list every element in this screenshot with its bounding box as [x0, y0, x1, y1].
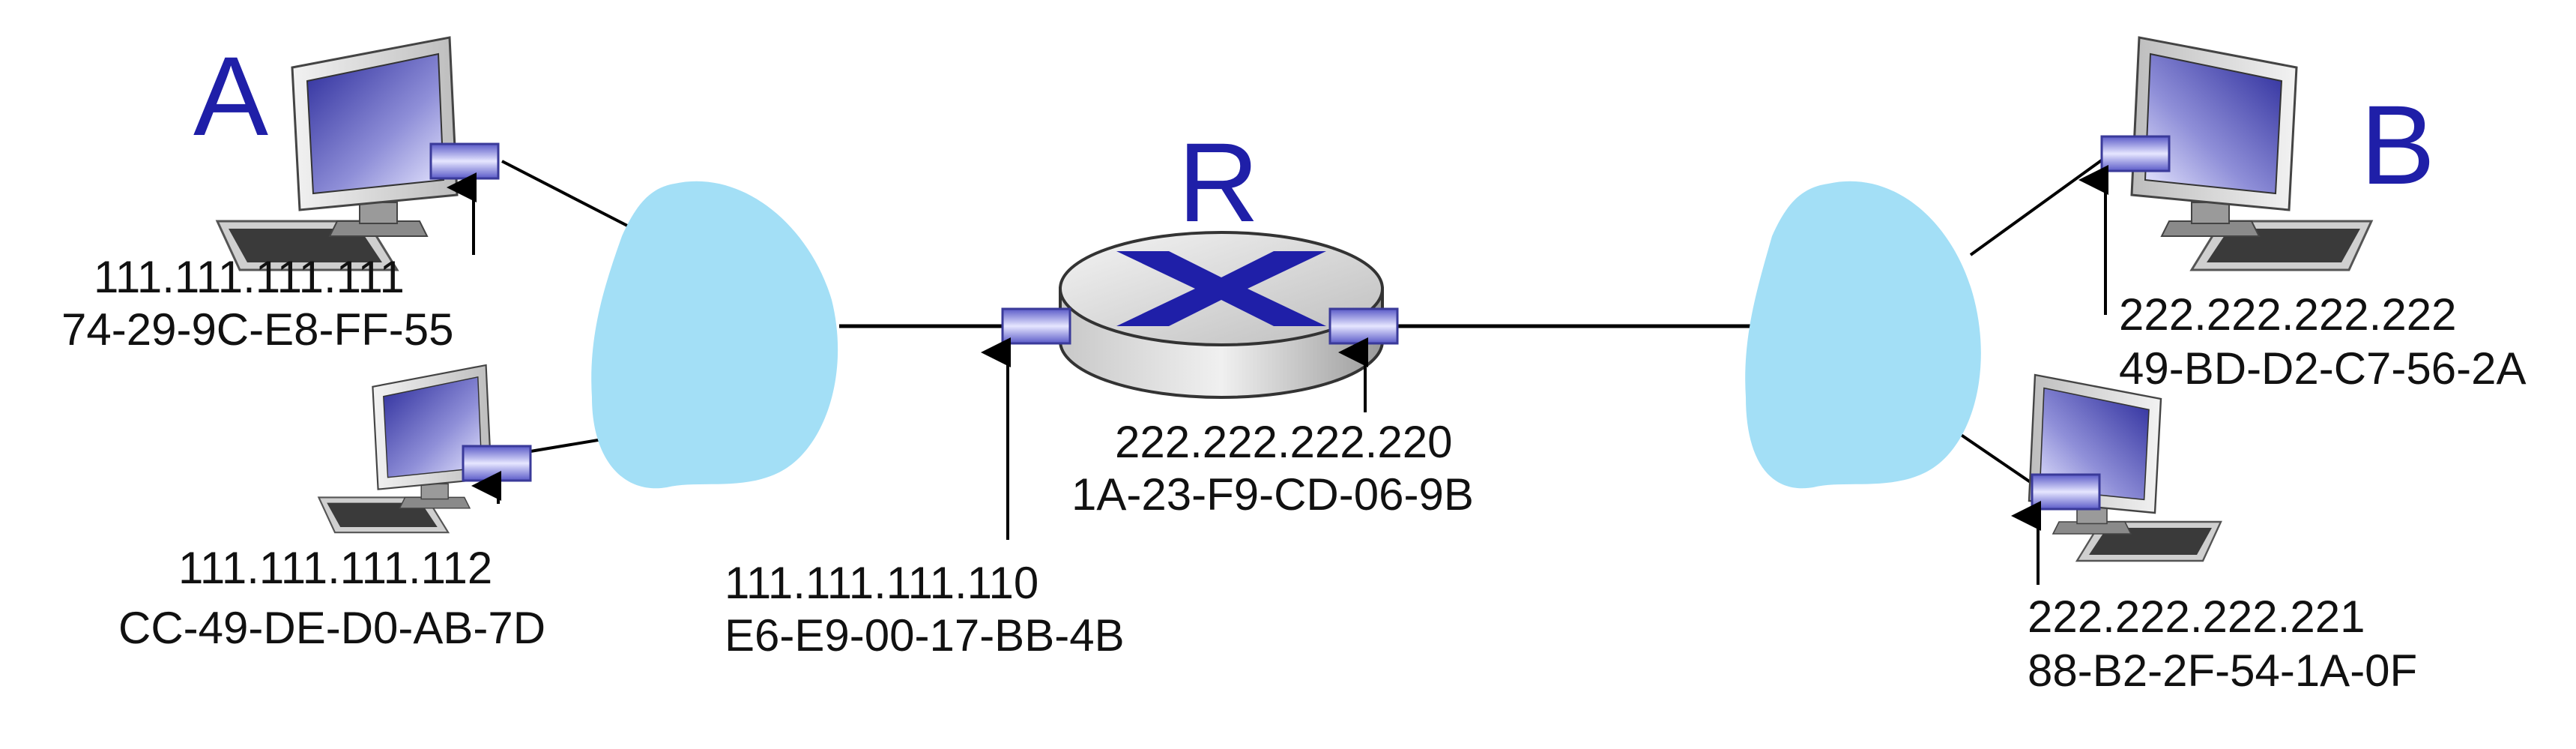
host-b-ip: 222.222.222.222: [2119, 289, 2456, 340]
router-left-mac: E6-E9-00-17-BB-4B: [725, 610, 1125, 661]
router: [1059, 231, 1384, 399]
router-right-ip: 222.222.222.220: [1115, 417, 1452, 467]
host-b2-computer: [2028, 373, 2222, 562]
router-cross-icon: [1116, 251, 1326, 326]
host-b-interface: [2100, 135, 2171, 172]
host-b2-ip: 222.222.222.221: [2028, 592, 2365, 642]
link-cloud-right-b2: [1954, 430, 2040, 489]
host-a-ip: 111.111.111.111: [94, 252, 405, 302]
router-interface-right: [1328, 307, 1399, 345]
router-right-mac: 1A-23-F9-CD-06-9B: [1071, 469, 1474, 520]
link-a-cloud-left: [501, 160, 634, 230]
host-a2-mac: CC-49-DE-D0-AB-7D: [118, 603, 545, 653]
host-b-mac: 49-BD-D2-C7-56-2A: [2119, 343, 2527, 394]
router-label: R: [1178, 119, 1259, 245]
host-b-label: B: [2360, 82, 2435, 208]
host-b2-interface: [2031, 473, 2101, 511]
host-a-mac: 74-29-9C-E8-FF-55: [61, 304, 454, 355]
subnet-left-cloud: [591, 181, 838, 489]
subnet-right-cloud: [1745, 181, 1981, 489]
router-left-ip: 111.111.111.110: [725, 558, 1038, 608]
host-a-interface: [429, 142, 500, 180]
router-interface-left: [1001, 307, 1071, 345]
host-a2-interface: [462, 445, 532, 482]
host-a2-ip: 111.111.111.112: [178, 543, 492, 593]
link-cloud-right-b: [1969, 156, 2107, 256]
host-b2-mac: 88-B2-2F-54-1A-0F: [2028, 646, 2417, 696]
link-a2-cloud-left: [516, 437, 608, 455]
host-a-label: A: [193, 33, 268, 159]
